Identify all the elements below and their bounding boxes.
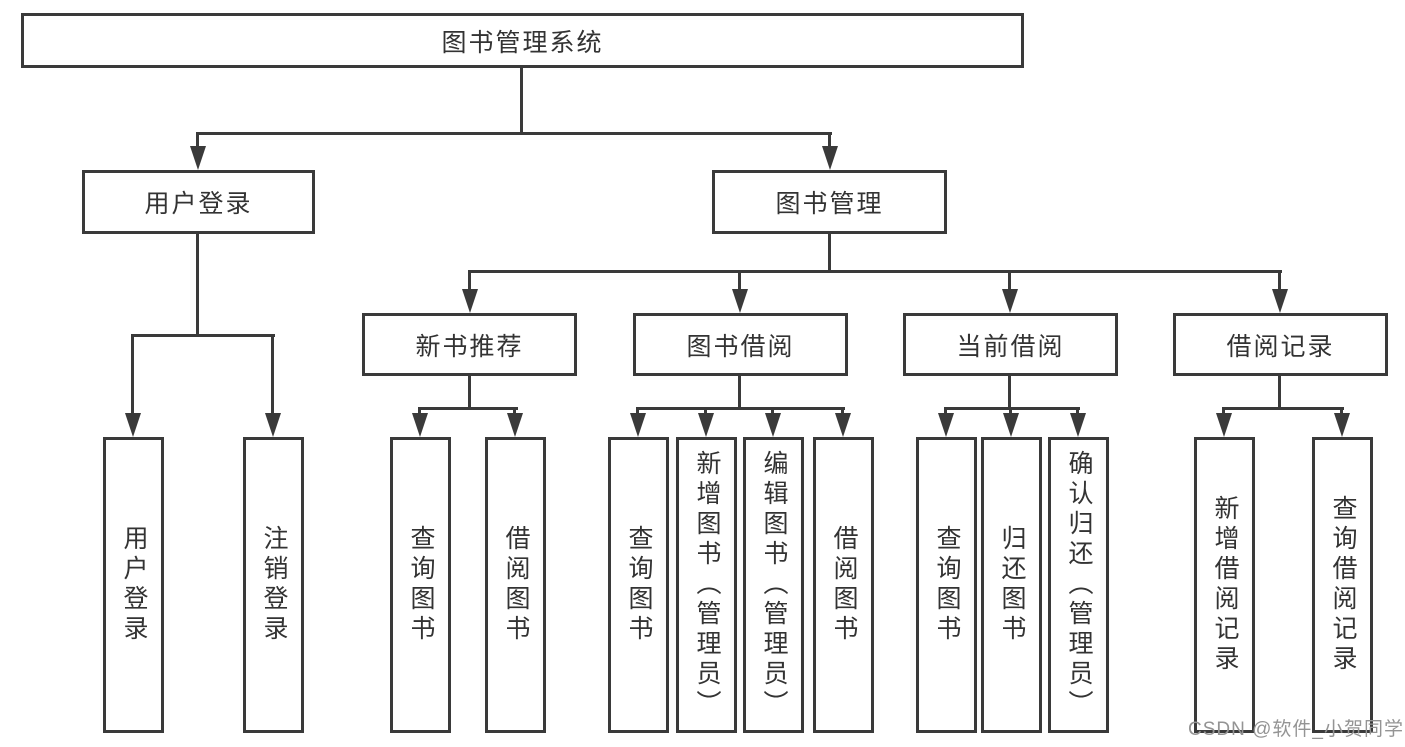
leaf-label: 归还图书 [998,525,1026,645]
leaf-borrow-books-recommend: 借阅图书 [485,437,546,733]
arrowhead-down-icon [822,146,838,170]
node-label: 新书推荐 [415,332,524,361]
arrowhead-down-icon [1272,289,1288,313]
node-current-borrow: 当前借阅 [903,313,1118,376]
leaf-label: 编辑图书（管理员） [760,450,788,720]
node-label: 当前借阅 [956,332,1065,361]
arrowhead-down-icon [125,413,141,437]
arrowhead-down-icon [630,413,646,437]
connector-shaft [1008,270,1011,295]
connector-borrow-hline [636,407,845,410]
arrowhead-down-icon [265,413,281,437]
arrowhead-down-icon [1334,413,1350,437]
arrowhead-down-icon [190,146,206,170]
node-label: 图书管理 [775,190,884,218]
connector-records-hline [1222,407,1344,410]
connector-records-vline [1278,376,1281,409]
leaf-label: 查询图书 [407,525,435,645]
node-label: 借阅记录 [1226,332,1335,361]
connector-shaft [131,334,134,417]
leaf-add-borrow-record: 新增借阅记录 [1194,437,1255,733]
leaf-label: 借阅图书 [502,525,530,645]
leaf-label: 注销登录 [260,525,288,645]
arrowhead-down-icon [938,413,954,437]
arrowhead-down-icon [835,413,851,437]
connector-userlogin-vline [196,234,199,336]
leaf-add-books-admin: 新增图书（管理员） [676,437,737,733]
leaf-return-books: 归还图书 [981,437,1042,733]
arrowhead-down-icon [732,289,748,313]
node-book-management: 图书管理 [712,170,947,234]
leaf-borrow-books: 借阅图书 [813,437,874,733]
connector-rec-hline [418,407,518,410]
leaf-label: 查询借阅记录 [1329,495,1357,675]
leaf-logout: 注销登录 [243,437,304,733]
connector-bookmgmt-hline [468,270,1282,273]
connector-shaft [271,334,274,417]
arrowhead-down-icon [1070,413,1086,437]
connector-current-vline [1008,376,1011,409]
connector-shaft [468,270,471,295]
node-library-management-system: 图书管理系统 [21,13,1024,68]
connector-bookmgmt-vline [828,234,831,272]
connector-root-hline [197,132,832,135]
connector-current-hline [944,407,1080,410]
leaf-user-login: 用户登录 [103,437,164,733]
leaf-confirm-return-admin: 确认归还（管理员） [1048,437,1109,733]
watermark-text: CSDN @软件_小贺同学 [1188,719,1404,740]
connector-shaft [828,132,831,154]
leaf-label: 用户登录 [120,525,148,645]
arrowhead-down-icon [412,413,428,437]
node-label: 用户登录 [144,190,253,218]
leaf-query-books-borrow: 查询图书 [608,437,669,733]
arrowhead-down-icon [1216,413,1232,437]
connector-shaft [738,270,741,295]
connector-rec-vline [468,376,471,409]
arrowhead-down-icon [507,413,523,437]
leaf-label: 借阅图书 [830,525,858,645]
arrowhead-down-icon [1003,413,1019,437]
connector-shaft [1278,270,1281,295]
leaf-label: 新增借阅记录 [1211,495,1239,675]
connector-borrow-vline [738,376,741,409]
node-new-book-recommend: 新书推荐 [362,313,577,376]
leaf-label: 查询图书 [933,525,961,645]
leaf-query-borrow-record: 查询借阅记录 [1312,437,1373,733]
node-label: 图书借阅 [686,332,795,361]
connector-root-vline [520,68,523,134]
arrowhead-down-icon [462,289,478,313]
arrowhead-down-icon [698,413,714,437]
node-user-login: 用户登录 [82,170,315,234]
leaf-label: 确认归还（管理员） [1065,450,1093,720]
arrowhead-down-icon [1002,289,1018,313]
connector-userlogin-hline [131,334,275,337]
leaf-label: 查询图书 [625,525,653,645]
connector-shaft [196,132,199,154]
arrowhead-down-icon [765,413,781,437]
node-label: 图书管理系统 [441,28,604,57]
leaf-query-books-recommend: 查询图书 [390,437,451,733]
leaf-edit-books-admin: 编辑图书（管理员） [743,437,804,733]
leaf-query-books-current: 查询图书 [916,437,977,733]
node-borrow-records: 借阅记录 [1173,313,1388,376]
node-book-borrow: 图书借阅 [633,313,848,376]
leaf-label: 新增图书（管理员） [693,450,721,720]
